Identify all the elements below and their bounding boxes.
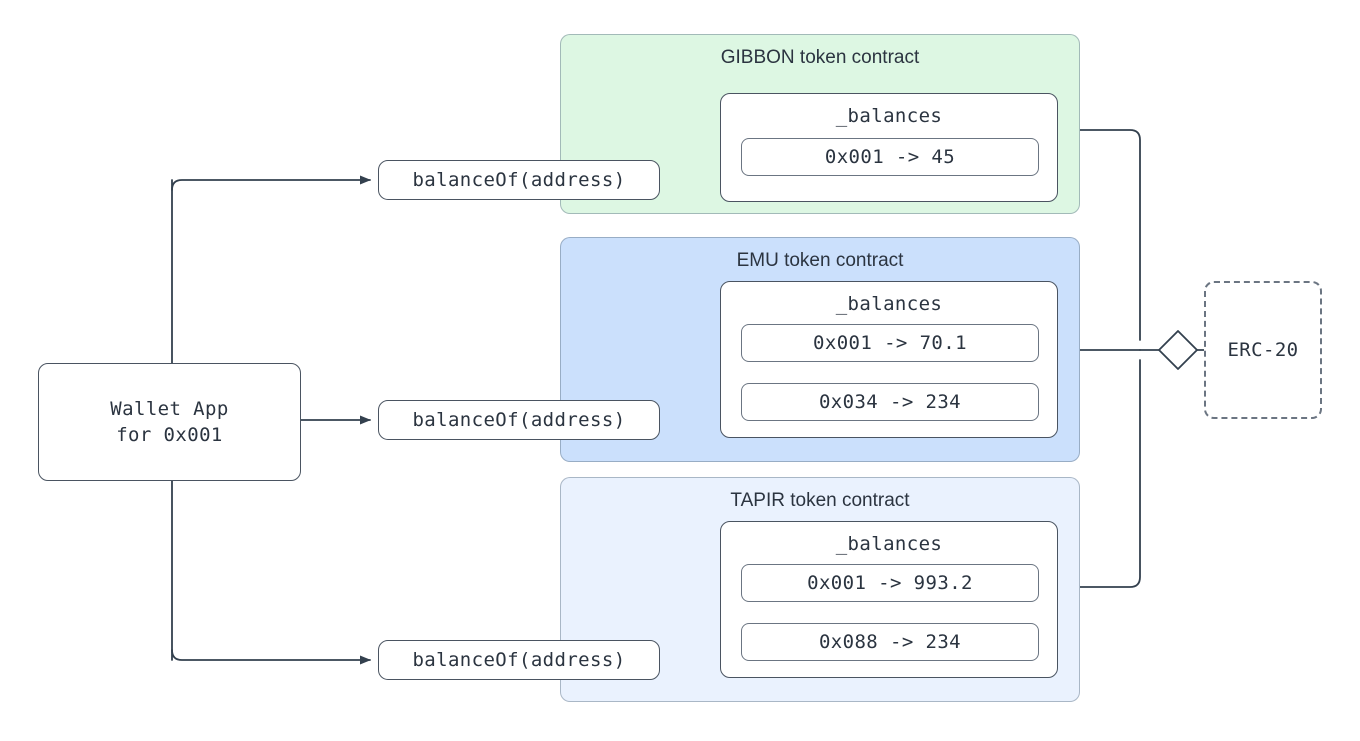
balance-entry: 0x088 -> 234 xyxy=(741,623,1039,661)
contract-gibbon-title: GIBBON token contract xyxy=(720,47,920,68)
balances-map-gibbon: _balances 0x001 -> 45 xyxy=(720,93,1058,202)
balances-map-gibbon-title: _balances xyxy=(835,105,943,127)
contract-tapir-title: TAPIR token contract xyxy=(730,490,910,511)
balance-entry: 0x001 -> 993.2 xyxy=(741,564,1039,602)
balance-entry: 0x001 -> 70.1 xyxy=(741,324,1039,362)
call-balanceof-emu[interactable]: balanceOf(address) xyxy=(378,400,660,440)
wallet-app-node[interactable]: Wallet App for 0x001 xyxy=(38,363,301,481)
balances-map-tapir-title: _balances xyxy=(835,533,943,555)
balances-map-emu-title: _balances xyxy=(835,293,943,315)
balances-map-emu: _balances 0x001 -> 70.1 0x034 -> 234 xyxy=(720,281,1058,438)
balance-entry: 0x001 -> 45 xyxy=(741,138,1039,176)
wallet-app-line-1: Wallet App xyxy=(110,397,229,420)
aggregation-diamond-icon xyxy=(1158,330,1198,370)
call-balanceof-gibbon[interactable]: balanceOf(address) xyxy=(378,160,660,200)
balances-map-tapir: _balances 0x001 -> 993.2 0x088 -> 234 xyxy=(720,521,1058,678)
wire-call-1 xyxy=(171,175,371,191)
wire-erc20-from-gibbon xyxy=(1079,129,1141,341)
balance-entry: 0x034 -> 234 xyxy=(741,383,1039,421)
contract-emu-title: EMU token contract xyxy=(736,250,904,271)
wallet-app-line-2: for 0x001 xyxy=(116,424,223,446)
wire-call-3 xyxy=(171,649,371,665)
call-balanceof-tapir[interactable]: balanceOf(address) xyxy=(378,640,660,680)
wire-erc20-from-tapir xyxy=(1079,359,1141,588)
wallet-app-label: Wallet App for 0x001 xyxy=(110,396,228,448)
erc20-standard-node[interactable]: ERC-20 xyxy=(1204,281,1322,419)
